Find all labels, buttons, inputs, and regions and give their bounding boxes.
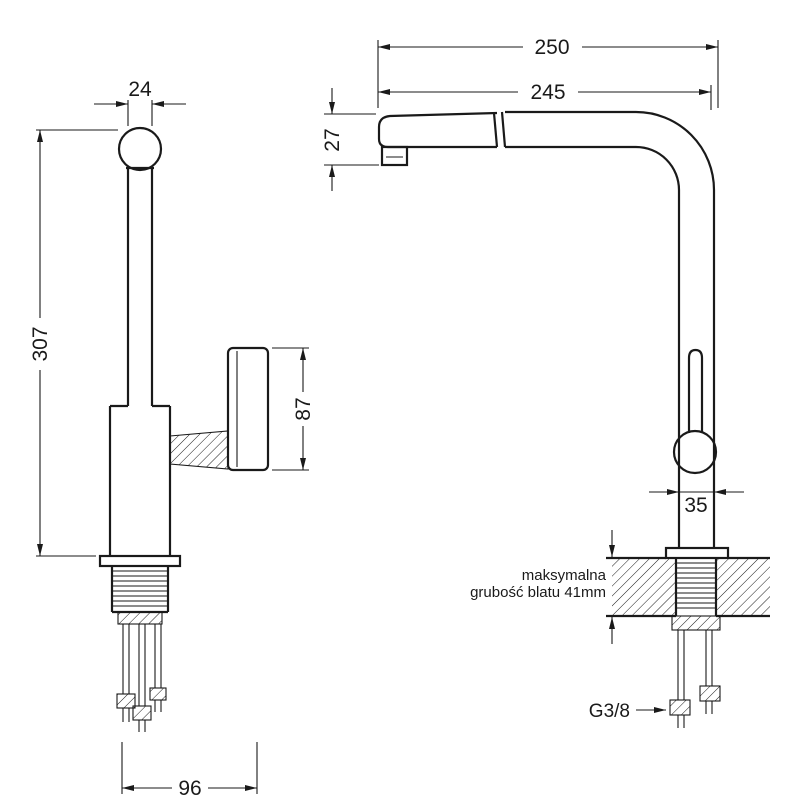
aerator	[380, 145, 409, 167]
handle-stem	[687, 348, 704, 433]
thread-shank-side	[110, 566, 170, 614]
counter-note-line2: grubość blatu 41mm	[470, 584, 606, 601]
counter-thickness-callout: maksymalna grubość blatu 41mm	[470, 530, 615, 644]
dim-body-width-label: 35	[684, 494, 707, 517]
countertop-section	[606, 556, 770, 618]
handle-joint	[169, 430, 229, 470]
side-view	[98, 126, 270, 732]
dim-handle-height-label: 87	[292, 397, 315, 420]
dim-overall-reach-label: 250	[534, 36, 569, 59]
thread-size-callout: G3/8	[589, 701, 666, 722]
front-view	[377, 110, 770, 728]
dim-total-height: 307	[29, 129, 118, 557]
spout	[505, 110, 716, 548]
dim-overall-reach: 250	[377, 36, 719, 108]
dim-spout-reach-label: 245	[530, 81, 565, 104]
mounting-hardware-side	[116, 611, 167, 732]
cap-circle	[117, 126, 163, 172]
dim-cap-width-label: 24	[128, 78, 152, 101]
spray-head	[377, 111, 498, 149]
dim-body-width: 35	[649, 489, 744, 517]
dim-spout-reach: 245	[378, 81, 712, 110]
counter-note-line1: maksymalna	[522, 567, 607, 584]
dim-head-height: 27	[321, 88, 379, 191]
dim-head-height-label: 27	[321, 128, 344, 151]
dim-base-depth: 96	[121, 742, 258, 800]
base-flange-side	[98, 554, 182, 568]
dim-base-depth-label: 96	[178, 777, 201, 800]
dim-cap-width: 24	[94, 78, 186, 126]
handle-ring	[672, 429, 718, 475]
base-flange-front	[664, 546, 730, 560]
mounting-hardware-front	[669, 615, 721, 728]
thread-size-label: G3/8	[589, 701, 630, 722]
handle-block	[226, 346, 270, 472]
dim-handle-height: 87	[272, 347, 315, 471]
thread-shank-front	[674, 558, 718, 616]
dim-total-height-label: 307	[29, 326, 52, 361]
